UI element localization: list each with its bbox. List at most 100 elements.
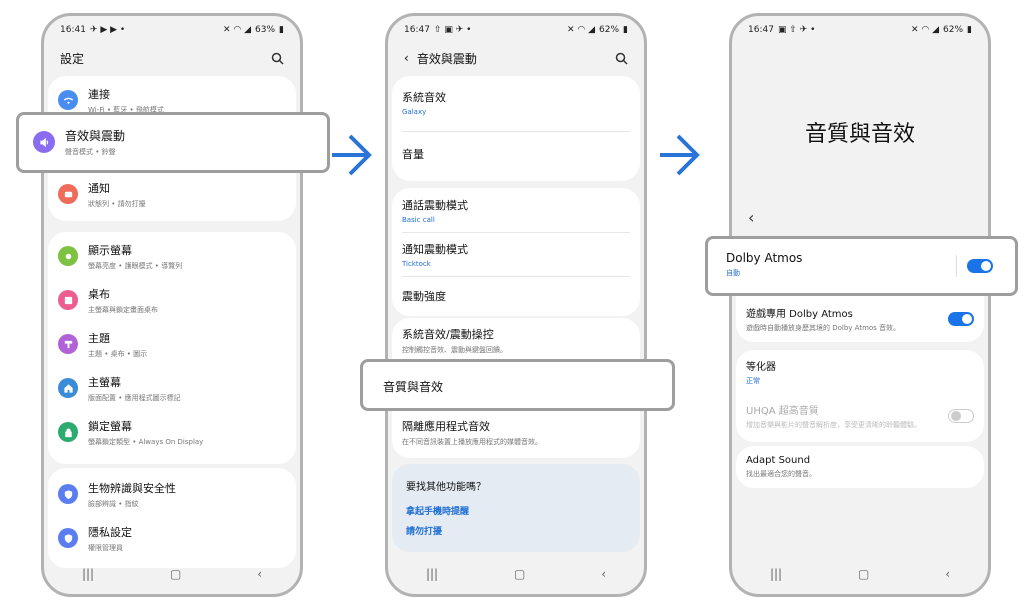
item-sub: 版面配置 • 應用程式圖示標記: [88, 393, 181, 402]
item-sub: Galaxy: [402, 107, 427, 116]
quality-item-uhqa[interactable]: UHQA 超高音質增加音樂與影片的聲音解析度，享受更清晰的聆聽體驗。: [746, 394, 974, 438]
divider: [402, 131, 630, 132]
item-sub: 權限管理員: [88, 543, 123, 552]
speaker-icon: [33, 131, 55, 153]
item-label: 震動強度: [402, 290, 446, 303]
status-bar: 16:47▣ ⇧ ✈ • ✕ ◠ ◢62%▮: [748, 22, 972, 38]
item-label: 連接: [88, 87, 110, 101]
status-time: 16:41: [60, 25, 86, 35]
divider: [956, 255, 957, 277]
sound-item-system-control[interactable]: 系統音效/震動操控控制觸控音效、震動與鍵盤回饋。: [402, 318, 630, 362]
settings-item-biometrics[interactable]: 生物辨識與安全性臉部辨識 • 指紋: [58, 472, 286, 516]
signal-icons: ✕ ◠ ◢: [566, 25, 596, 35]
item-sub: Ticktock: [402, 259, 431, 268]
item-label: 系統音效: [402, 90, 446, 104]
item-sub: 螢幕亮度 • 護眼模式 • 導覽列: [88, 261, 183, 270]
settings-item-wallpaper[interactable]: 桌布主螢幕與鎖定畫面桌布: [58, 278, 286, 322]
recent-apps-icon[interactable]: |||: [81, 567, 95, 581]
status-icons: ⇧ ▣ ✈ •: [433, 25, 472, 35]
arrow-right-icon: [660, 134, 700, 176]
status-icons: ✈ ▶ ▶ •: [89, 25, 126, 35]
sun-icon: [58, 246, 78, 266]
item-sub: 增加音樂與影片的聲音解析度，享受更清晰的聆聽體驗。: [746, 421, 921, 429]
item-label: Dolby Atmos: [726, 251, 803, 265]
item-sub: 正常: [746, 377, 760, 385]
battery-icon: ▮: [623, 25, 628, 35]
sound-item-notification-vibration[interactable]: 通知震動模式 Ticktock: [402, 232, 630, 276]
quality-item-equalizer[interactable]: 等化器正常: [746, 350, 974, 394]
back-arrow-icon[interactable]: ‹: [404, 51, 409, 65]
item-sub: 控制觸控音效、震動與鍵盤回饋。: [402, 345, 507, 354]
battery-icon: ▮: [967, 25, 972, 35]
status-time: 16:47: [404, 25, 430, 35]
uhqa-toggle[interactable]: [948, 409, 974, 423]
item-sub: 螢幕鎖定類型 • Always On Display: [88, 437, 204, 446]
sound-item-volume[interactable]: 音量: [402, 132, 630, 176]
page-title: 音效與震動: [416, 51, 477, 66]
item-label: 生物辨識與安全性: [88, 481, 176, 495]
nav-bar: ||| ▢ ‹: [732, 564, 988, 584]
sound-item-system-sound[interactable]: 系統音效 Galaxy: [402, 80, 630, 124]
wifi-icon: [58, 90, 78, 110]
highlight-sound-quality[interactable]: 音質與音效: [360, 359, 675, 411]
suggestion-link-lift[interactable]: 拿起手機時提醒: [406, 507, 470, 517]
settings-item-lock-screen[interactable]: 鎖定螢幕螢幕鎖定類型 • Always On Display: [58, 410, 286, 454]
battery-level: 62%: [599, 25, 620, 35]
item-sub: 臉部辨識 • 指紋: [88, 499, 139, 508]
notification-icon: [58, 184, 78, 204]
item-label: 通話震動模式: [402, 198, 468, 212]
item-label: 桌布: [88, 287, 110, 301]
phone-sound-screen: 16:47⇧ ▣ ✈ • ✕ ◠ ◢62%▮ ‹ 音效與震動 系統音效 Galaxy…: [385, 13, 647, 597]
item-label: 等化器: [746, 362, 776, 373]
item-label: 音效與震動: [65, 129, 126, 143]
settings-item-display[interactable]: 顯示螢幕螢幕亮度 • 護眼模式 • 導覽列: [58, 234, 286, 278]
search-icon[interactable]: [271, 52, 284, 65]
sound-card-1: 系統音效 Galaxy 音量: [392, 76, 640, 181]
highlight-sound-vibration[interactable]: 音效與震動聲音模式 • 鈴聲: [16, 112, 330, 173]
game-dolby-toggle[interactable]: [948, 312, 974, 326]
home-button-icon[interactable]: ▢: [513, 567, 526, 581]
privacy-icon: [58, 528, 78, 548]
item-sub: 聲音模式 • 鈴聲: [65, 148, 116, 156]
back-icon[interactable]: ‹: [601, 567, 607, 581]
dolby-atmos-toggle[interactable]: [967, 259, 993, 273]
divider: [402, 232, 630, 233]
settings-card-display: 顯示螢幕螢幕亮度 • 護眼模式 • 導覽列 桌布主螢幕與鎖定畫面桌布 主題主題 …: [48, 232, 296, 464]
settings-item-notifications[interactable]: 通知狀態列 • 請勿打擾: [58, 172, 286, 216]
home-icon: [58, 378, 78, 398]
sound-item-separate-app-sound[interactable]: 隔離應用程式音效在不同音訊裝置上播放應用程式的媒體音效。: [402, 410, 630, 454]
item-label: 主題: [88, 331, 110, 345]
wallpaper-icon: [58, 290, 78, 310]
sound-item-vibration-intensity[interactable]: 震動強度: [402, 274, 630, 318]
back-icon[interactable]: ‹: [257, 567, 263, 581]
page-title: 設定: [60, 51, 85, 66]
shield-icon: [58, 484, 78, 504]
back-icon[interactable]: ‹: [945, 567, 951, 581]
home-button-icon[interactable]: ▢: [857, 567, 870, 581]
highlight-dolby-atmos[interactable]: Dolby Atmos 自動: [705, 236, 1018, 296]
item-sub: 遊戲時自動播放身歷其境的 Dolby Atmos 音效。: [746, 324, 901, 332]
settings-item-themes[interactable]: 主題主題 • 桌布 • 圖示: [58, 322, 286, 366]
item-label: 通知震動模式: [402, 242, 468, 256]
phone-sound-quality-screen: 16:47▣ ⇧ ✈ • ✕ ◠ ◢62%▮ 音質與音效 ‹ 遊戲專用 Dolb…: [729, 13, 991, 597]
item-label: 音量: [402, 148, 424, 161]
item-label: Adapt Sound: [746, 455, 811, 466]
settings-item-privacy[interactable]: 隱私設定權限管理員: [58, 516, 286, 560]
recent-apps-icon[interactable]: |||: [425, 567, 439, 581]
search-icon[interactable]: [615, 52, 628, 65]
home-button-icon[interactable]: ▢: [169, 567, 182, 581]
recent-apps-icon[interactable]: |||: [769, 567, 783, 581]
back-arrow-icon[interactable]: ‹: [748, 208, 755, 227]
settings-item-home-screen[interactable]: 主螢幕版面配置 • 應用程式圖示標記: [58, 366, 286, 410]
suggestion-link-dnd[interactable]: 請勿打擾: [406, 527, 443, 537]
quality-item-adapt-sound[interactable]: Adapt Sound 找出最適合您的聲音。: [746, 446, 974, 488]
item-sub: 在不同音訊裝置上播放應用程式的媒體音效。: [402, 437, 542, 446]
settings-card-security: 生物辨識與安全性臉部辨識 • 指紋 隱私設定權限管理員: [48, 468, 296, 568]
item-sub: 找出最適合您的聲音。: [746, 470, 816, 478]
item-sub: 主螢幕與鎖定畫面桌布: [88, 305, 158, 314]
